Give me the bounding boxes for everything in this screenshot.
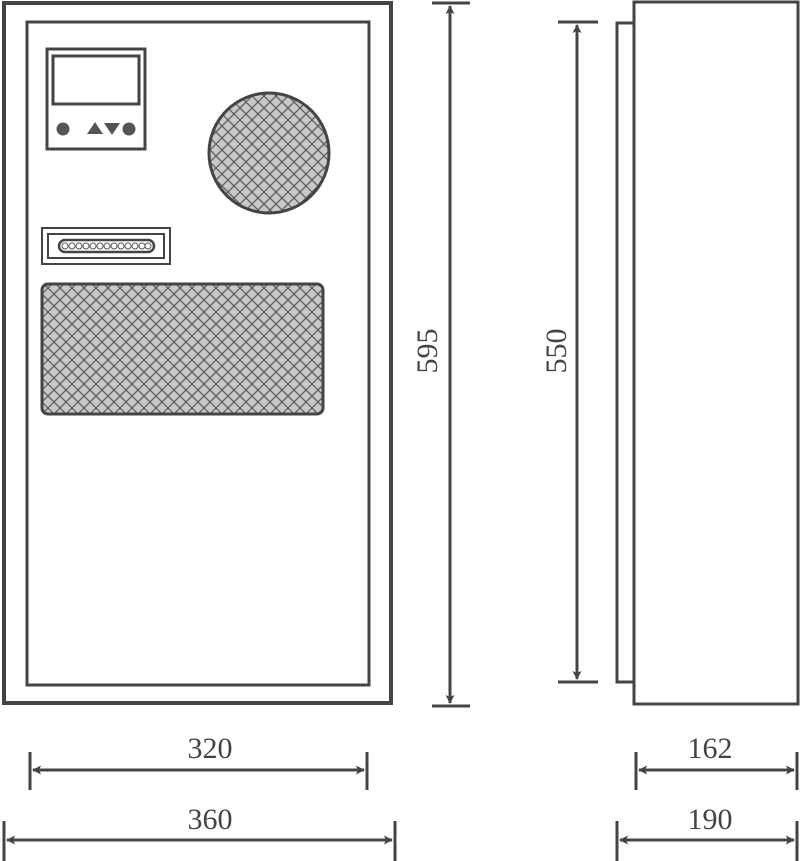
display-screen bbox=[51, 54, 141, 106]
button-circle-left-icon bbox=[56, 122, 70, 136]
controller-display-unit bbox=[45, 47, 147, 151]
dimension-side-outer-width bbox=[615, 821, 799, 861]
rectangular-vent-grille bbox=[40, 282, 325, 416]
label-front-inner-width: 320 bbox=[187, 732, 233, 765]
dimension-front-outer-width bbox=[2, 821, 397, 861]
front-outer-frame bbox=[2, 1, 393, 705]
round-fan-grille bbox=[207, 91, 331, 215]
label-side-inner-width: 162 bbox=[687, 732, 733, 765]
dimension-side-inner-width bbox=[634, 752, 799, 790]
button-circle-right-icon bbox=[122, 122, 136, 136]
dimension-front-inner-width bbox=[28, 752, 369, 790]
side-flange bbox=[615, 21, 636, 684]
side-body bbox=[632, 0, 800, 706]
front-view bbox=[2, 1, 393, 705]
label-front-height: 595 bbox=[411, 328, 444, 374]
led-indicator-strip bbox=[41, 227, 171, 265]
button-down-triangle-icon bbox=[104, 123, 120, 135]
side-view bbox=[615, 0, 800, 706]
dimension-side-height bbox=[558, 20, 598, 684]
button-up-triangle-icon bbox=[87, 122, 103, 134]
label-side-height: 550 bbox=[540, 328, 573, 374]
label-side-outer-width: 190 bbox=[687, 803, 733, 836]
dimension-front-height bbox=[432, 1, 470, 708]
front-inner-panel bbox=[25, 20, 371, 687]
label-front-outer-width: 360 bbox=[187, 803, 233, 836]
